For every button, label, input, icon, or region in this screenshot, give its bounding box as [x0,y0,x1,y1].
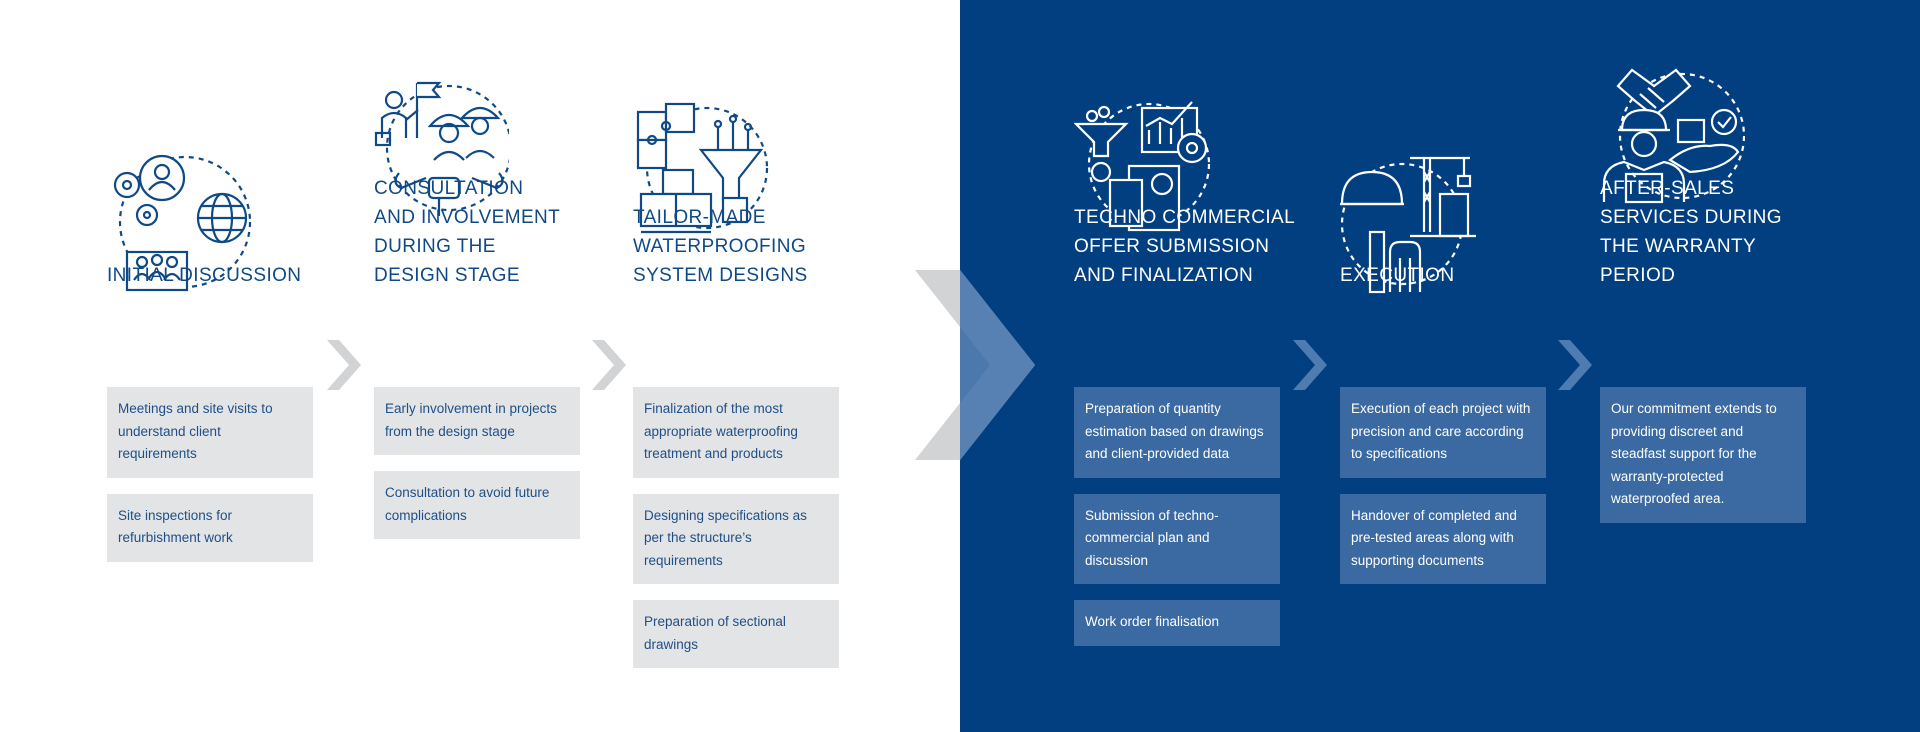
stage-cards: Finalization of the most appropriate wat… [633,387,839,684]
stage-title: TAILOR-MADE WATERPROOFING SYSTEM DESIGNS [633,207,808,286]
card: Early involvement in projects from the d… [374,387,580,455]
card: Our commitment extends to providing disc… [1600,387,1806,523]
stage-title: TECHNO COMMERCIAL OFFER SUBMISSION AND F… [1074,207,1296,286]
stage-title: AFTER-SALES SERVICES DURING THE WARRANTY… [1600,178,1782,286]
card: Execution of each project with precision… [1340,387,1546,478]
card: Work order finalisation [1074,600,1280,646]
stage-cards: Early involvement in projects from the d… [374,387,580,555]
card: Site inspections for refurbishment work [107,493,313,562]
card: Handover of completed and pre-tested are… [1340,493,1546,584]
stage-cards: Our commitment extends to providing disc… [1600,387,1806,539]
stage-consultation: CONSULTATION AND INVOLVEMENT DURING THE … [374,0,584,732]
stage-initial-discussion: INITIAL DISCUSSION Meetings and site vis… [107,0,317,732]
card: Preparation of sectional drawings [633,600,839,668]
card: Preparation of quantity estimation based… [1074,387,1280,478]
stage-system-designs: TAILOR-MADE WATERPROOFING SYSTEM DESIGNS… [633,0,843,732]
card: Consultation to avoid future complicatio… [374,471,580,539]
stage-cards: Preparation of quantity estimation based… [1074,387,1280,662]
stage-cards: Meetings and site visits to understand c… [107,387,313,578]
puzzle-funnel-icon [636,102,769,234]
chevron-right-icon [592,340,626,390]
stage-cards: Execution of each project with precision… [1340,387,1546,600]
team-engineers-icon [374,81,509,216]
stage-techno-commercial: TECHNO COMMERCIAL OFFER SUBMISSION AND F… [1074,0,1295,732]
stage-execution: EXECUTION Execution of each project with… [1340,0,1550,732]
construction-crane-icon [1340,156,1476,294]
chevron-right-icon [1558,340,1592,390]
stage-title: EXECUTION [1340,265,1455,286]
handshake-service-icon [1602,68,1745,204]
large-chevron-divider-icon [915,270,1035,460]
chevron-right-icon [1293,340,1327,390]
finance-calculator-icon [1074,101,1211,232]
chevron-right-icon [327,340,361,390]
stage-title: INITIAL DISCUSSION [107,265,302,286]
card: Submission of techno-commercial plan and… [1074,493,1280,584]
card: Meetings and site visits to understand c… [107,387,313,478]
card: Finalization of the most appropriate wat… [633,387,839,478]
discussion-globe-icon [113,154,252,292]
card: Designing specifications as per the stru… [633,493,839,584]
stage-title: CONSULTATION AND INVOLVEMENT DURING THE … [374,178,561,286]
stage-after-sales: AFTER-SALES SERVICES DURING THE WARRANTY… [1600,0,1810,732]
